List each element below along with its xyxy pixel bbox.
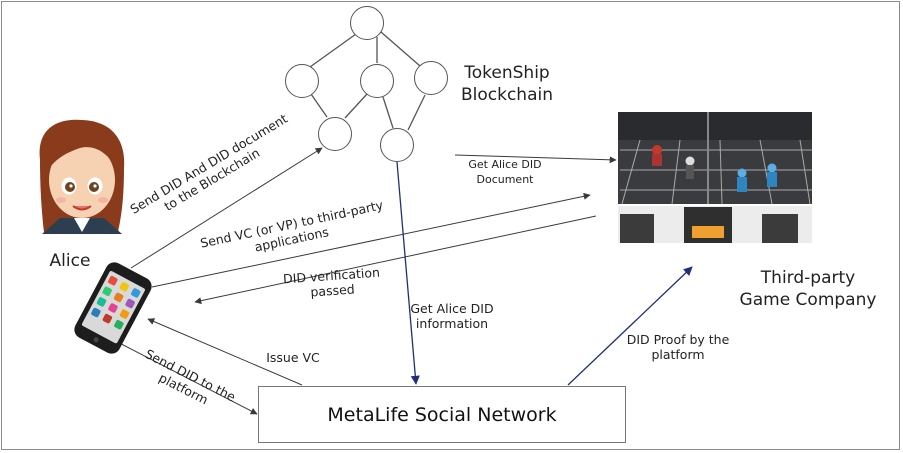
arrow-did-verified	[194, 215, 597, 305]
blockchain-label-line2: Blockchain	[460, 85, 553, 105]
blockchain-links	[309, 31, 426, 131]
arrow-did-proof	[567, 266, 693, 386]
game-company-label-line1: Third-party	[760, 268, 856, 288]
edge-label-line: Document	[476, 173, 534, 186]
blockchain-node	[318, 117, 352, 151]
platform-box: MetaLife Social Network	[258, 386, 626, 443]
edge-label-line: Get Alice DID	[410, 301, 494, 316]
edge-label-line: platform	[651, 347, 705, 362]
arrow-send-did-platform	[103, 334, 258, 415]
arrow-issue-vc	[147, 318, 303, 386]
game-company-label: Third-party Game Company	[728, 267, 888, 311]
edge-label-line: information	[415, 316, 489, 331]
arrow-get-did-document	[454, 154, 617, 164]
blockchain-node	[285, 64, 319, 98]
arrow-get-did-info	[396, 161, 420, 385]
edge-label-get-did-info: Get Alice DID information	[398, 301, 506, 331]
edge-label-line: Get Alice DID	[468, 158, 542, 171]
blockchain-label-line1: TokenShip	[464, 63, 550, 83]
blockchain-label: TokenShip Blockchain	[455, 62, 559, 106]
alice-avatar	[39, 119, 125, 234]
blockchain-node	[350, 6, 384, 40]
game-company-image	[618, 112, 812, 243]
edge-label-get-did-document: Get Alice DID Document	[455, 157, 555, 187]
arrow-send-did-blockchain	[130, 147, 323, 269]
smartphone-icon	[74, 262, 152, 354]
blockchain-node	[380, 128, 414, 162]
edge-label-issue-vc: Issue VC	[266, 350, 320, 365]
alice-label: Alice	[49, 251, 91, 271]
edge-label-did-proof: DID Proof by the platform	[614, 332, 742, 362]
blockchain-node	[360, 64, 394, 98]
arrow-send-vc	[151, 192, 591, 288]
game-company-label-line2: Game Company	[739, 290, 877, 310]
edge-label-line: DID Proof by the	[626, 332, 730, 347]
blockchain-node	[414, 61, 448, 95]
